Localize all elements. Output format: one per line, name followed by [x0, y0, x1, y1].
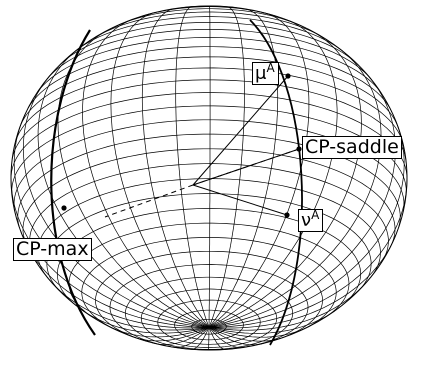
mesh-line: [57, 28, 210, 328]
mesh-line: [106, 325, 210, 338]
label-mu-symbol: μ: [255, 63, 267, 84]
mesh-line: [175, 6, 210, 328]
mesh-line: [20, 56, 399, 129]
mesh-line: [57, 208, 361, 306]
vector-cp-max-dashed: [104, 184, 194, 218]
label-nu-superscript: A: [311, 208, 320, 222]
mesh-line: [68, 222, 350, 319]
point-mu: [285, 73, 291, 79]
point-cp-max: [61, 205, 67, 211]
label-mu-superscript: A: [266, 61, 275, 75]
mesh-line: [208, 327, 210, 350]
mesh-line: [208, 326, 287, 342]
bold-meridian: [50, 29, 96, 336]
mesh-line: [13, 119, 405, 211]
mesh-line: [27, 46, 393, 113]
mesh-line: [208, 174, 408, 328]
mesh-line: [141, 8, 210, 328]
mesh-line: [17, 133, 401, 228]
mesh-line: [208, 28, 362, 328]
vector-nu: [192, 184, 288, 216]
mesh-line: [77, 306, 210, 334]
mesh-line: [44, 274, 210, 331]
mesh-line: [58, 22, 359, 67]
mesh-line: [208, 5, 211, 328]
sphere-outline: [10, 5, 408, 351]
vector-cp-max-dashed-back: [192, 148, 300, 186]
mesh-line: [191, 327, 210, 350]
mesh-line: [22, 71, 210, 328]
point-nu: [284, 212, 290, 218]
mesh-line: [173, 327, 210, 348]
mesh-line: [82, 18, 210, 328]
label-nu: νA: [298, 208, 324, 232]
label-mu: μA: [252, 62, 279, 85]
mesh-line: [208, 307, 340, 334]
mesh-line: [208, 75, 396, 328]
mesh-line: [208, 8, 279, 328]
label-cp-max: CP-max: [13, 238, 92, 261]
mesh-line: [93, 11, 325, 39]
point-cp-saddle: [296, 146, 302, 152]
mesh-line: [208, 18, 338, 328]
bold-meridian-right: [249, 19, 303, 346]
mesh-line: [208, 278, 371, 331]
mesh-line: [208, 46, 382, 328]
mesh-line: [75, 16, 343, 52]
vector-mu: [192, 75, 289, 186]
label-nu-symbol: ν: [301, 210, 312, 231]
sphere-mesh: [10, 5, 408, 351]
mesh-line: [81, 237, 337, 331]
mesh-line: [130, 326, 210, 342]
mesh-line: [11, 79, 407, 163]
mesh-line: [208, 327, 244, 348]
mesh-line: [29, 163, 389, 264]
mesh-line: [111, 8, 306, 29]
mesh-line: [208, 325, 311, 338]
mesh-line: [22, 148, 396, 248]
mesh-line: [208, 327, 226, 350]
mesh-line: [208, 234, 397, 329]
mesh-line: [46, 29, 371, 80]
mesh-line: [37, 178, 381, 278]
mesh-line: [15, 67, 404, 146]
label-cp-saddle: CP-saddle: [302, 136, 402, 159]
mesh-line: [110, 12, 210, 328]
mesh-line: [208, 118, 405, 328]
mesh-line: [208, 6, 245, 328]
